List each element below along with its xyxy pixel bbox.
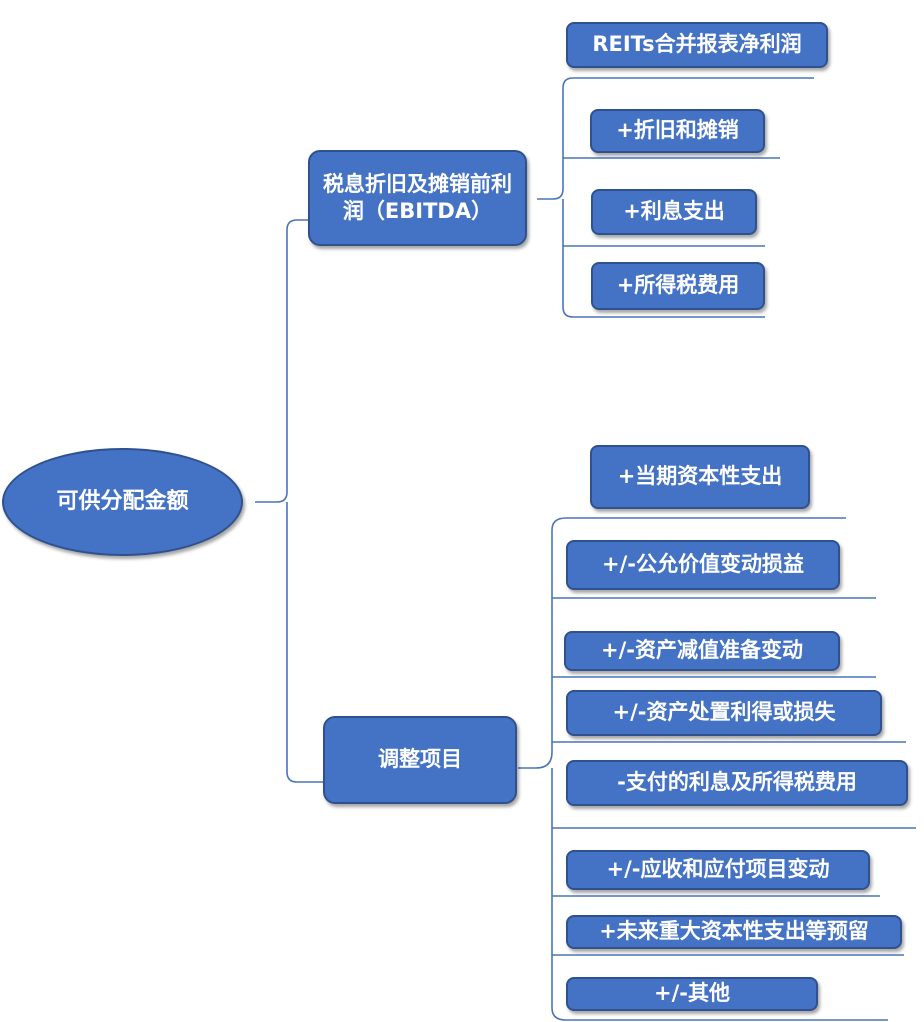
leaf-node-fair-value: +/-公允价值变动损益 <box>566 540 840 590</box>
branch-node-adjustments: 调整项目 <box>323 716 517 804</box>
leaf-node-interest-expense: +利息支出 <box>591 189 757 235</box>
leaf-node-interest-tax-paid: -支付的利息及所得税费用 <box>566 760 908 806</box>
leaf-label: +/-其他 <box>654 981 730 1006</box>
leaf-label: +利息支出 <box>623 199 725 224</box>
leaf-label: +/-公允价值变动损益 <box>602 552 804 577</box>
leaf-node-income-tax: +所得税费用 <box>591 262 765 310</box>
leaf-node-impairment: +/-资产减值准备变动 <box>564 631 840 671</box>
leaf-label: +/-资产减值准备变动 <box>601 638 803 663</box>
leaf-label: +所得税费用 <box>616 273 740 298</box>
leaf-node-reits-net-profit: REITs合并报表净利润 <box>566 22 828 68</box>
branch-node-ebitda: 税息折旧及摊销前利润（EBITDA） <box>308 150 527 246</box>
ebitda-bracket <box>537 77 814 318</box>
leaf-label: +当期资本性支出 <box>617 464 783 489</box>
leaf-node-future-capex-reserve: +未来重大资本性支出等预留 <box>566 915 902 949</box>
leaf-node-disposal: +/-资产处置利得或损失 <box>566 690 882 736</box>
leaf-label: +/-资产处置利得或损失 <box>612 700 836 725</box>
leaf-node-capex: +当期资本性支出 <box>590 445 810 509</box>
leaf-label: REITs合并报表净利润 <box>592 32 802 57</box>
adjustment-bracket <box>518 517 888 1021</box>
leaf-label: +未来重大资本性支出等预留 <box>599 919 869 944</box>
leaf-label: +/-应收和应付项目变动 <box>606 857 830 882</box>
leaf-node-other: +/-其他 <box>566 977 818 1011</box>
branch-label-ebitda: 税息折旧及摊销前利润（EBITDA） <box>323 171 512 223</box>
root-label: 可供分配金额 <box>56 488 189 514</box>
leaf-label: +折旧和摊销 <box>616 118 739 143</box>
leaf-label: -支付的利息及所得税费用 <box>617 770 857 795</box>
leaf-node-receivables-payables: +/-应收和应付项目变动 <box>566 850 870 890</box>
root-bracket <box>255 219 323 783</box>
root-node: 可供分配金额 <box>2 448 243 556</box>
leaf-node-depreciation: +折旧和摊销 <box>590 109 765 153</box>
branch-label-adjustments: 调整项目 <box>378 747 462 772</box>
